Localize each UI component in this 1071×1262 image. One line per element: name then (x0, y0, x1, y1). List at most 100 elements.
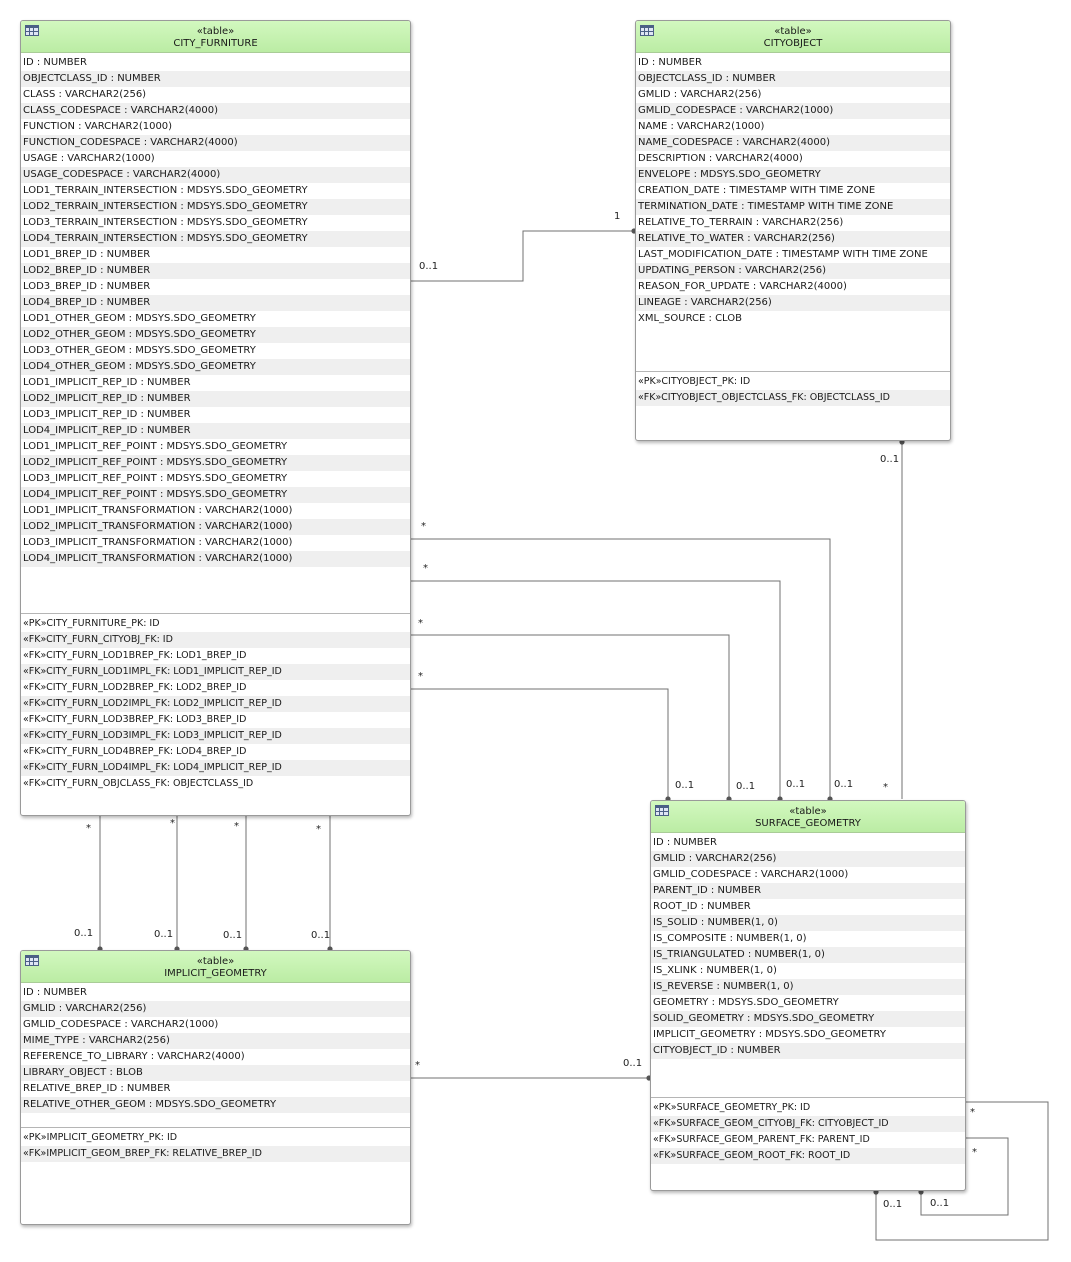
key-row[interactable]: «PK»IMPLICIT_GEOMETRY_PK: ID (23, 1132, 178, 1143)
column-row[interactable]: LIBRARY_OBJECT : BLOB (21, 1065, 410, 1081)
column-row[interactable]: LOD3_IMPLICIT_REP_ID : NUMBER (23, 409, 191, 420)
relationship-line-furn-surface-3[interactable] (411, 634, 730, 799)
column-row[interactable]: FUNCTION_CODESPACE : VARCHAR2(4000) (21, 135, 410, 151)
column-row[interactable]: LOD4_IMPLICIT_REF_POINT : MDSYS.SDO_GEOM… (21, 487, 410, 503)
column-row[interactable]: IS_XLINK : NUMBER(1, 0) (653, 965, 777, 976)
column-row[interactable]: LOD3_IMPLICIT_REF_POINT : MDSYS.SDO_GEOM… (23, 473, 288, 484)
key-row[interactable]: «FK»IMPLICIT_GEOM_BREP_FK: RELATIVE_BREP… (21, 1146, 410, 1162)
column-row[interactable]: LOD4_TERRAIN_INTERSECTION : MDSYS.SDO_GE… (21, 231, 410, 247)
relationship-line-furn-surface-1[interactable] (411, 538, 831, 799)
column-row[interactable]: NAME : VARCHAR2(1000) (638, 121, 765, 132)
column-row[interactable]: LOD1_IMPLICIT_REP_ID : NUMBER (23, 377, 191, 388)
column-row[interactable]: LAST_MODIFICATION_DATE : TIMESTAMP WITH … (638, 249, 928, 260)
key-row[interactable]: «FK»SURFACE_GEOM_CITYOBJ_FK: CITYOBJECT_… (651, 1116, 965, 1132)
column-row[interactable]: USAGE : VARCHAR2(1000) (23, 153, 155, 164)
key-row[interactable]: «FK»SURFACE_GEOM_ROOT_FK: ROOT_ID (651, 1148, 965, 1164)
column-row[interactable]: LOD2_OTHER_GEOM : MDSYS.SDO_GEOMETRY (21, 327, 410, 343)
column-row[interactable]: CITYOBJECT_ID : NUMBER (651, 1043, 965, 1059)
column-row[interactable]: IS_TRIANGULATED : NUMBER(1, 0) (651, 947, 965, 963)
relationship-line-furn-surface-2[interactable] (411, 580, 781, 799)
column-row[interactable]: GMLID : VARCHAR2(256) (21, 1001, 410, 1017)
column-row[interactable]: OBJECTCLASS_ID : NUMBER (636, 71, 950, 87)
key-row[interactable]: «FK»CITY_FURN_LOD1IMPL_FK: LOD1_IMPLICIT… (21, 664, 410, 680)
column-row[interactable]: TERMINATION_DATE : TIMESTAMP WITH TIME Z… (636, 199, 950, 215)
column-row[interactable]: LOD3_BREP_ID : NUMBER (23, 281, 151, 292)
column-row[interactable]: RELATIVE_BREP_ID : NUMBER (23, 1083, 171, 1094)
key-row[interactable]: «FK»CITY_FURN_LOD3BREP_FK: LOD3_BREP_ID (23, 714, 247, 725)
column-row[interactable]: IS_SOLID : NUMBER(1, 0) (651, 915, 965, 931)
column-row[interactable]: FUNCTION : VARCHAR2(1000) (23, 121, 173, 132)
column-row[interactable]: ROOT_ID : NUMBER (653, 901, 751, 912)
relationship-line-furn-cityobject[interactable] (411, 230, 634, 282)
column-row[interactable]: NAME_CODESPACE : VARCHAR2(4000) (636, 135, 950, 151)
column-row[interactable]: ID : NUMBER (23, 57, 87, 68)
column-row[interactable]: CLASS_CODESPACE : VARCHAR2(4000) (21, 103, 410, 119)
column-row[interactable]: RELATIVE_TO_TERRAIN : VARCHAR2(256) (638, 217, 844, 228)
column-row[interactable]: ID : NUMBER (653, 837, 717, 848)
column-row[interactable]: LOD2_BREP_ID : NUMBER (21, 263, 410, 279)
column-row[interactable]: LOD4_IMPLICIT_REP_ID : NUMBER (21, 423, 410, 439)
column-row[interactable]: GMLID_CODESPACE : VARCHAR2(1000) (636, 103, 950, 119)
column-row[interactable]: IMPLICIT_GEOMETRY : MDSYS.SDO_GEOMETRY (653, 1029, 886, 1040)
column-row[interactable]: LOD1_BREP_ID : NUMBER (23, 249, 151, 260)
column-row[interactable]: IS_REVERSE : NUMBER(1, 0) (651, 979, 965, 995)
column-row[interactable]: CLASS : VARCHAR2(256) (23, 89, 147, 100)
column-row[interactable]: RELATIVE_OTHER_GEOM : MDSYS.SDO_GEOMETRY (21, 1097, 410, 1113)
column-row[interactable]: LOD3_TERRAIN_INTERSECTION : MDSYS.SDO_GE… (23, 217, 308, 228)
column-row[interactable]: LOD3_OTHER_GEOM : MDSYS.SDO_GEOMETRY (23, 345, 256, 356)
column-row[interactable]: LOD3_IMPLICIT_TRANSFORMATION : VARCHAR2(… (23, 537, 293, 548)
key-row[interactable]: «FK»CITY_FURN_CITYOBJ_FK: ID (21, 632, 410, 648)
column-row[interactable]: XML_SOURCE : CLOB (638, 313, 742, 324)
column-row[interactable]: LOD1_TERRAIN_INTERSECTION : MDSYS.SDO_GE… (23, 185, 308, 196)
column-row[interactable]: CREATION_DATE : TIMESTAMP WITH TIME ZONE (638, 185, 876, 196)
column-row[interactable]: REFERENCE_TO_LIBRARY : VARCHAR2(4000) (23, 1051, 245, 1062)
key-row[interactable]: «PK»SURFACE_GEOMETRY_PK: ID (653, 1102, 811, 1113)
column-row[interactable]: LINEAGE : VARCHAR2(256) (636, 295, 950, 311)
key-row[interactable]: «FK»CITY_FURN_OBJCLASS_FK: OBJECTCLASS_I… (23, 778, 254, 789)
relationship-line-surface-self-root[interactable] (875, 1101, 1049, 1241)
column-row[interactable]: GMLID : VARCHAR2(256) (651, 851, 965, 867)
relationship-line-furn-surface-4[interactable] (411, 688, 669, 799)
column-row[interactable]: RELATIVE_TO_WATER : VARCHAR2(256) (636, 231, 950, 247)
column-row[interactable]: USAGE_CODESPACE : VARCHAR2(4000) (21, 167, 410, 183)
column-row[interactable]: GMLID : VARCHAR2(256) (638, 89, 762, 100)
column-row[interactable]: LOD2_IMPLICIT_TRANSFORMATION : VARCHAR2(… (21, 519, 410, 535)
key-row[interactable]: «PK»CITYOBJECT_PK: ID (638, 376, 751, 387)
key-row[interactable]: «PK»CITY_FURNITURE_PK: ID (23, 618, 160, 629)
column-row[interactable]: ID : NUMBER (638, 57, 702, 68)
column-row[interactable]: ENVELOPE : MDSYS.SDO_GEOMETRY (636, 167, 950, 183)
key-row[interactable]: «FK»CITY_FURN_LOD1BREP_FK: LOD1_BREP_ID (23, 650, 247, 661)
column-row[interactable]: MIME_TYPE : VARCHAR2(256) (21, 1033, 410, 1049)
key-row[interactable]: «FK»CITYOBJECT_OBJECTCLASS_FK: OBJECTCLA… (636, 390, 950, 406)
column-row[interactable]: LOD2_IMPLICIT_REP_ID : NUMBER (21, 391, 410, 407)
column-row[interactable]: OBJECTCLASS_ID : NUMBER (21, 71, 410, 87)
column-row[interactable]: UPDATING_PERSON : VARCHAR2(256) (636, 263, 950, 279)
key-row[interactable]: «FK»CITY_FURN_LOD4IMPL_FK: LOD4_IMPLICIT… (21, 760, 410, 776)
key-row[interactable]: «FK»CITY_FURN_LOD2IMPL_FK: LOD2_IMPLICIT… (21, 696, 410, 712)
column-row[interactable]: LOD1_OTHER_GEOM : MDSYS.SDO_GEOMETRY (23, 313, 256, 324)
column-row[interactable]: LOD4_OTHER_GEOM : MDSYS.SDO_GEOMETRY (21, 359, 410, 375)
column-row[interactable]: LOD4_IMPLICIT_TRANSFORMATION : VARCHAR2(… (21, 551, 410, 567)
column-row[interactable]: REASON_FOR_UPDATE : VARCHAR2(4000) (638, 281, 847, 292)
column-row[interactable]: LOD2_TERRAIN_INTERSECTION : MDSYS.SDO_GE… (21, 199, 410, 215)
column-row[interactable]: PARENT_ID : NUMBER (651, 883, 965, 899)
key-row[interactable]: «FK»CITY_FURN_LOD2BREP_FK: LOD2_BREP_ID (23, 682, 247, 693)
column-row[interactable]: GMLID_CODESPACE : VARCHAR2(1000) (653, 869, 849, 880)
column-row[interactable]: ID : NUMBER (23, 987, 87, 998)
column-row[interactable]: GMLID_CODESPACE : VARCHAR2(1000) (23, 1019, 219, 1030)
key-row[interactable]: «FK»CITY_FURN_LOD4BREP_FK: LOD4_BREP_ID (23, 746, 247, 757)
column-row[interactable]: DESCRIPTION : VARCHAR2(4000) (638, 153, 803, 164)
column-row[interactable]: GEOMETRY : MDSYS.SDO_GEOMETRY (653, 997, 839, 1008)
column-row[interactable]: LOD1_IMPLICIT_REF_POINT : MDSYS.SDO_GEOM… (23, 441, 288, 452)
key-row[interactable]: «FK»SURFACE_GEOM_PARENT_FK: PARENT_ID (653, 1134, 870, 1145)
column-row[interactable]: LOD1_IMPLICIT_TRANSFORMATION : VARCHAR2(… (23, 505, 293, 516)
column-row[interactable]: LOD4_BREP_ID : NUMBER (21, 295, 410, 311)
key-row[interactable]: «FK»CITY_FURN_LOD3IMPL_FK: LOD3_IMPLICIT… (21, 728, 410, 744)
relationship-line-surface-self-parent[interactable] (920, 1137, 1009, 1216)
column-row[interactable]: LOD2_IMPLICIT_REF_POINT : MDSYS.SDO_GEOM… (21, 455, 410, 471)
column-row[interactable]: IS_COMPOSITE : NUMBER(1, 0) (653, 933, 807, 944)
